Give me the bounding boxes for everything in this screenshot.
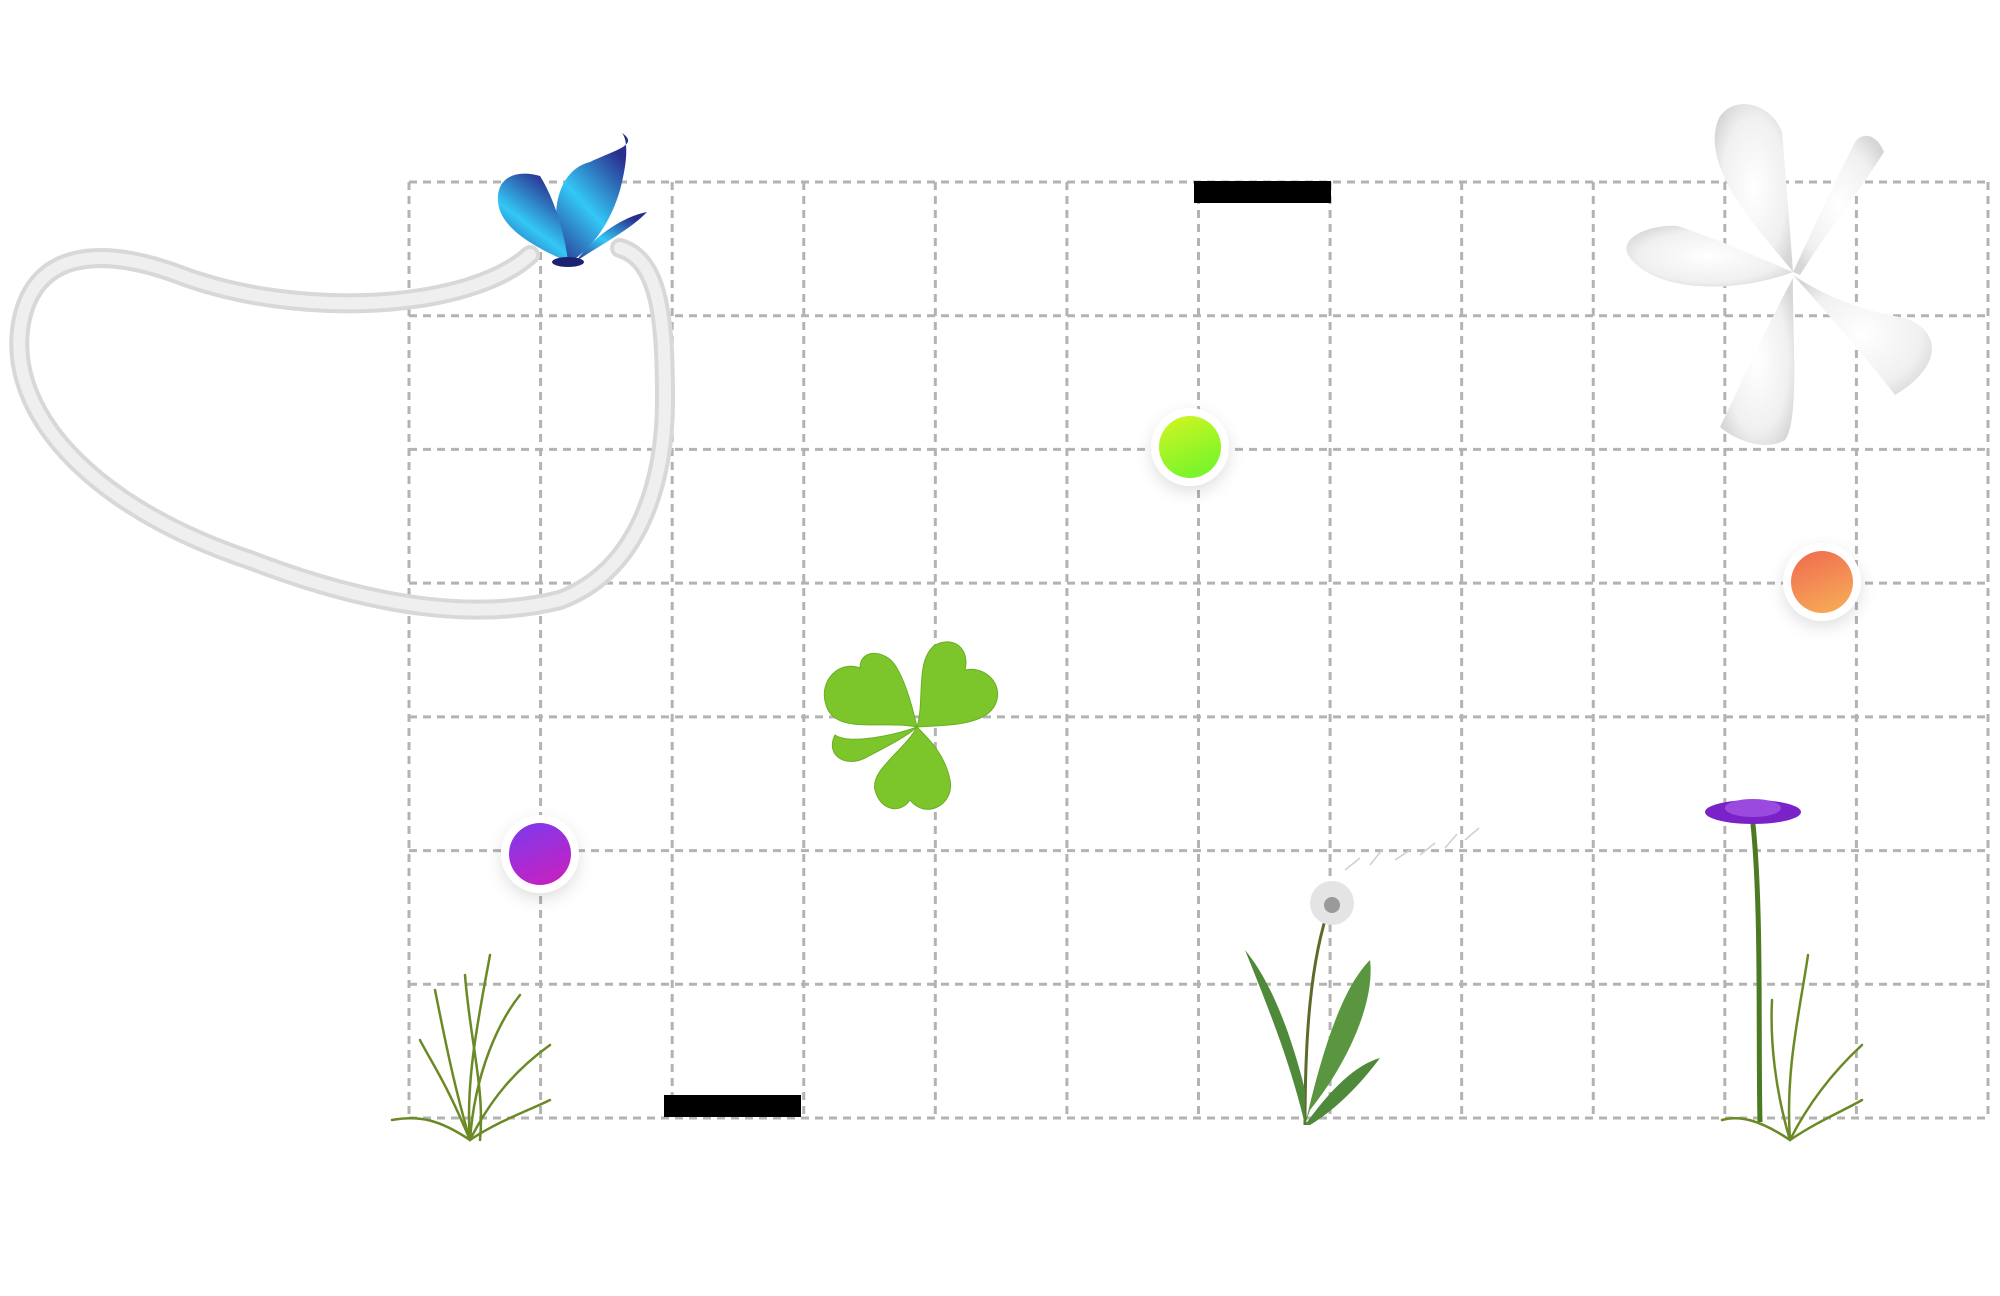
bottom-black-bar[interactable] <box>664 1095 801 1117</box>
purple-flower-icon <box>1705 799 1864 1142</box>
grass-icon <box>390 953 552 1142</box>
rope-highlight <box>13 242 672 616</box>
propeller-icon[interactable] <box>1626 104 1932 445</box>
clover-icon[interactable] <box>823 641 999 810</box>
green-ball[interactable] <box>1151 408 1229 486</box>
butterfly-icon[interactable] <box>497 133 647 267</box>
top-black-bar[interactable] <box>1194 181 1331 203</box>
dandelion-icon <box>1245 827 1480 1126</box>
orange-ball[interactable] <box>1783 543 1861 621</box>
purple-ball[interactable] <box>501 815 579 893</box>
grid <box>407 180 1990 1120</box>
